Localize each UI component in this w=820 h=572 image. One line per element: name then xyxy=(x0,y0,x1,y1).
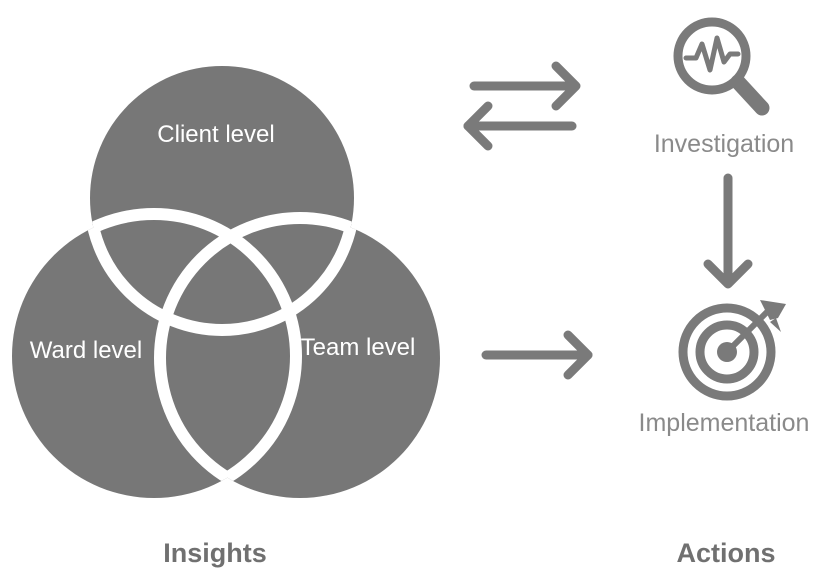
actions-heading: Actions xyxy=(676,538,775,568)
arrow-to-implementation-icon xyxy=(481,330,593,380)
venn-label-ward: Ward level xyxy=(30,337,142,364)
venn-outline-client xyxy=(83,214,361,336)
investigation-label: Investigation xyxy=(654,130,794,158)
arrow-down-icon xyxy=(703,173,753,289)
venn-overlap-outlines xyxy=(83,208,361,498)
implementation-label: Implementation xyxy=(639,409,810,437)
target-dart-icon xyxy=(678,300,786,401)
arrow-right-icon xyxy=(469,61,581,111)
arrow-left-icon xyxy=(463,101,577,151)
venn-outline-team xyxy=(154,212,354,498)
bidirectional-arrows xyxy=(463,61,581,151)
venn-outline-ward xyxy=(90,208,302,498)
venn-label-client: Client level xyxy=(157,121,274,148)
magnifier-pulse-icon xyxy=(673,17,770,116)
venn-diagram: Client level Ward level Team level xyxy=(12,66,440,498)
venn-label-team: Team level xyxy=(301,334,416,361)
insights-heading: Insights xyxy=(163,538,267,568)
